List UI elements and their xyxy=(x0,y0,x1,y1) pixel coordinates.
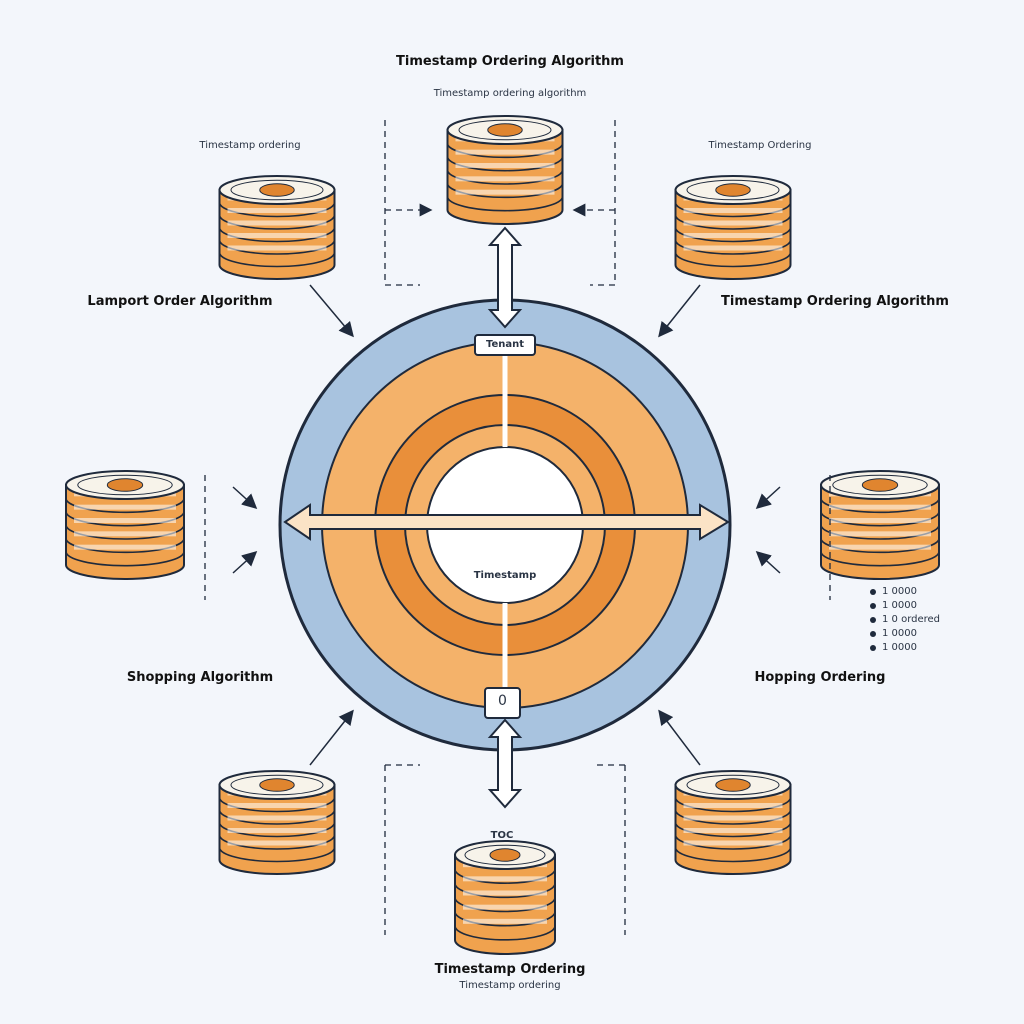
db-stack-bottom-right xyxy=(674,770,792,875)
zero-box-label: 0 xyxy=(498,693,507,709)
top-left-caption: Timestamp ordering xyxy=(199,140,301,151)
toc-box-label: TOC xyxy=(490,830,514,841)
db-stack-top xyxy=(446,115,564,225)
db-stack-top-right xyxy=(674,175,792,280)
zero-box xyxy=(484,687,521,719)
right-list-item-1: 1 0000 xyxy=(882,586,917,597)
bottom-title: Timestamp Ordering xyxy=(434,962,586,977)
right-title: Timestamp Ordering Algorithm xyxy=(721,294,949,309)
diagonal-arrows xyxy=(232,284,781,766)
top-title: Timestamp Ordering Algorithm xyxy=(396,54,624,69)
db-stack-bottom-left xyxy=(218,770,336,875)
tenant-box xyxy=(474,334,536,356)
right-list-bullets xyxy=(870,589,876,651)
top-subtitle: Timestamp ordering algorithm xyxy=(433,88,587,99)
bottom-right-title: Hopping Ordering xyxy=(754,670,886,685)
tenant-box-label: Tenant xyxy=(485,339,525,350)
bottom-left-title: Shopping Algorithm xyxy=(126,670,274,685)
top-right-caption: Timestamp Ordering xyxy=(708,140,812,151)
right-list-item-3: 1 0 ordered xyxy=(882,614,941,625)
vertical-arrows xyxy=(487,226,523,809)
right-list-item-4: 1 0000 xyxy=(882,628,917,639)
bottom-subtitle: Timestamp ordering xyxy=(459,980,561,991)
center-label: Timestamp xyxy=(473,570,537,581)
horizontal-arrow xyxy=(283,503,730,541)
right-list-item-5: 1 0000 xyxy=(882,642,917,653)
db-stack-bottom xyxy=(454,840,556,955)
db-stack-top-left xyxy=(218,175,336,280)
db-stack-left xyxy=(65,470,185,580)
db-stack-right xyxy=(820,470,940,580)
right-list-item-2: 1 0000 xyxy=(882,600,917,611)
dashed-connectors xyxy=(204,120,831,935)
left-title: Lamport Order Algorithm xyxy=(87,294,273,309)
